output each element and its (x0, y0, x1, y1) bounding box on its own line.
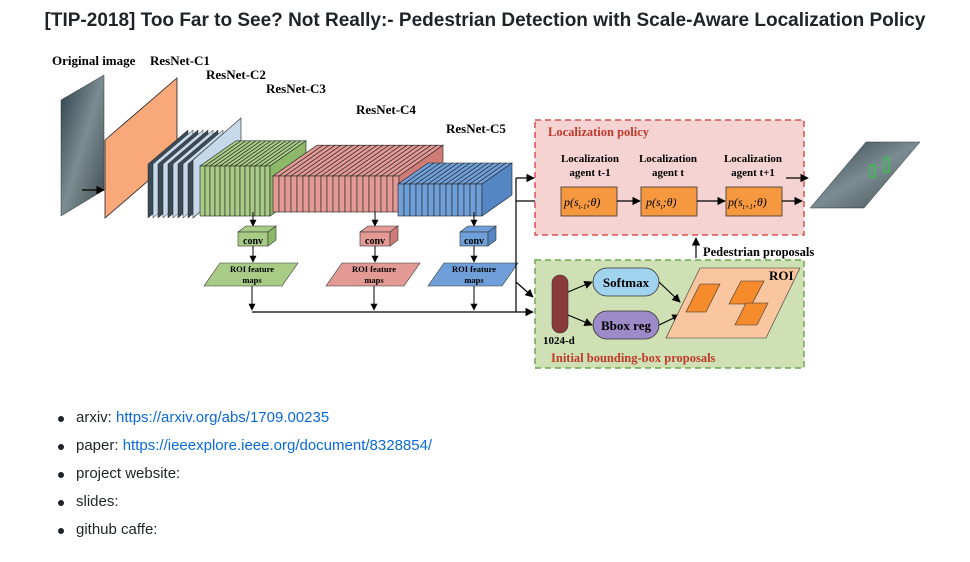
label-resnet-c3: ResNet-C3 (266, 81, 326, 96)
agent-3-box: p(st+1;θ) (725, 186, 783, 217)
pedestrian-proposals-label: Pedestrian proposals (703, 245, 814, 259)
list-item: project website: (52, 460, 432, 488)
agent-2-box: p(st;θ) (640, 186, 698, 217)
conv-label-c3: conv (243, 236, 263, 247)
svg-text:p(st-1;θ): p(st-1;θ) (563, 195, 600, 211)
bounding-box-proposals-title: Initial bounding-box proposals (551, 351, 716, 365)
agent-3-formula-prefix: p( (727, 195, 739, 209)
svg-text:p(st+1;θ): p(st+1;θ) (727, 195, 767, 211)
agent-1-formula-s: s (574, 195, 579, 209)
svg-text:p(st;θ): p(st;θ) (645, 195, 677, 211)
agent-2-formula-prefix: p( (645, 195, 657, 209)
label-resnet-c4: ResNet-C4 (356, 102, 416, 117)
roi-feature-maps-c5: ROI feature maps (427, 262, 519, 287)
link-list: arxiv: https://arxiv.org/abs/1709.00235 … (52, 404, 432, 544)
slides-label: slides: (76, 493, 119, 510)
agent-2-formula-s: s (656, 195, 661, 209)
list-item: arxiv: https://arxiv.org/abs/1709.00235 (52, 404, 432, 432)
paper-label: paper: (76, 437, 119, 454)
softmax-label: Softmax (603, 275, 650, 290)
roi-maps-label-c5: maps (464, 275, 484, 285)
roi-label: ROI (769, 268, 794, 283)
label-resnet-c5: ResNet-C5 (446, 121, 506, 136)
roi-feature-maps-c3: ROI feature maps (203, 262, 299, 287)
agent-2-formula-sub: t (661, 203, 664, 211)
output-image (809, 141, 921, 209)
bbox-reg-label: Bbox reg (601, 318, 651, 333)
architecture-figure: Original image ResNet-C1 ResNet-C2 ResNe… (52, 53, 921, 369)
feature-dim-label: 1024-d (543, 335, 575, 347)
list-item: github caffe: (52, 516, 432, 544)
agent-1-line1: Localization (561, 153, 619, 165)
localization-policy-title: Localization policy (548, 125, 650, 139)
arxiv-label: arxiv: (76, 409, 112, 426)
label-resnet-c1: ResNet-C1 (150, 53, 210, 68)
agent-1-formula-sub: t-1 (579, 203, 587, 211)
agent-1-line2: agent t-1 (569, 167, 610, 179)
conv-box-c3: conv (237, 225, 277, 247)
roi-maps-label-c3: maps (242, 275, 262, 285)
agent-3-formula-s: s (738, 195, 743, 209)
agent-3-formula-suffix: ;θ) (753, 195, 767, 209)
roi-maps-label-c4: maps (364, 275, 384, 285)
conv-label-c5: conv (464, 236, 484, 247)
github-caffe-label: github caffe: (76, 521, 158, 538)
resnet-c5-block (397, 162, 513, 217)
label-original-image: Original image (52, 53, 136, 68)
roi-feature-label-c4: ROI feature (352, 264, 396, 274)
feature-vector-1024d (551, 274, 569, 334)
agent-1-formula-suffix: ;θ) (586, 195, 600, 209)
agent-3-formula-sub: t+1 (743, 203, 753, 211)
paper-link[interactable]: https://ieeexplore.ieee.org/document/832… (122, 437, 433, 454)
roi-feature-label-c5: ROI feature (452, 264, 496, 274)
roi-feature-maps-c4: ROI feature maps (325, 262, 421, 287)
resnet-c4-block (272, 144, 444, 213)
list-item: slides: (52, 488, 432, 516)
conv-box-c4: conv (359, 225, 399, 247)
original-image (60, 74, 105, 217)
roi-box-3 (734, 302, 769, 326)
list-item: paper: https://ieeexplore.ieee.org/docum… (52, 432, 432, 460)
agent-3-line2: agent t+1 (731, 167, 775, 179)
project-website-label: project website: (76, 465, 181, 482)
roi-box-1 (685, 283, 721, 313)
agent-2-line2: agent t (652, 167, 684, 179)
page-title: [TIP-2018] Too Far to See? Not Really:- … (44, 10, 926, 31)
label-resnet-c2: ResNet-C2 (206, 67, 266, 82)
arxiv-link[interactable]: https://arxiv.org/abs/1709.00235 (116, 409, 330, 426)
agent-2-line1: Localization (639, 153, 697, 165)
agent-1-formula-prefix: p( (563, 195, 575, 209)
agent-2-formula-suffix: ;θ) (663, 195, 677, 209)
roi-feature-label-c3: ROI feature (230, 264, 274, 274)
agent-3-line1: Localization (724, 153, 782, 165)
conv-box-c5: conv (459, 225, 497, 247)
agent-1-box: p(st-1;θ) (560, 186, 618, 217)
conv-label-c4: conv (365, 236, 385, 247)
